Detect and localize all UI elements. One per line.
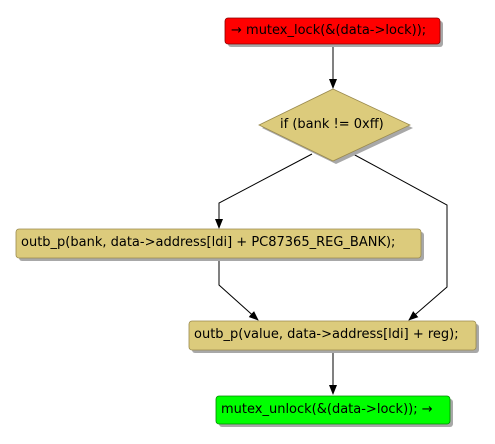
node-decision-label: if (bank != 0xff) (280, 117, 384, 132)
edges (215, 44, 448, 395)
edge-decision-to-set-bank (215, 153, 313, 229)
node-set-bank (15, 228, 424, 261)
node-start-box (224, 17, 441, 45)
node-decision-diamond (258, 88, 411, 162)
node-start (224, 17, 443, 47)
node-end (215, 395, 453, 427)
node-write-value-box (188, 320, 477, 351)
node-end-box (215, 395, 451, 425)
edge-decision-to-write-value (352, 153, 448, 321)
edge-set-bank-to-write-value (218, 258, 259, 321)
node-decision (258, 88, 413, 164)
node-start-label: → mutex_lock(&(data->lock)); (231, 23, 427, 38)
node-end-label: mutex_unlock(&(data->lock)); → (221, 402, 433, 417)
node-write-value (188, 320, 479, 353)
node-write-value-label: outb_p(value, data->address[ldi] + reg); (194, 327, 459, 342)
node-set-bank-label: outb_p(bank, data->address[ldi] + PC8736… (21, 235, 396, 250)
node-set-bank-box (15, 228, 422, 259)
